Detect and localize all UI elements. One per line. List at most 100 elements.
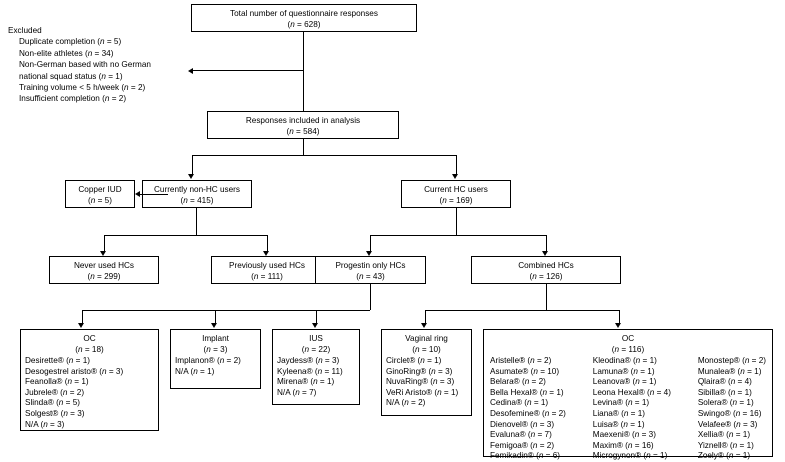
node-responses-included-count: (n = 584): [286, 127, 320, 136]
connector-to-progestin-only: [370, 235, 372, 251]
list-item: Liana® (n = 1): [592, 408, 646, 418]
connector-to-combined: [546, 235, 548, 251]
node-responses-included: Responses included in analysis (n = 584): [207, 111, 399, 139]
list-item: N/A (n = 3): [25, 419, 65, 429]
connector-to-oc-progestin-arrowhead: [78, 323, 85, 328]
list-item: N/A (n = 1): [175, 366, 215, 376]
node-oc-combined: OC (n = 116) Aristelle® (n = 2) Asumate®…: [483, 329, 773, 462]
connector-non-hc-stem: [196, 208, 198, 235]
list-item: Desofemine® (n = 2): [490, 408, 566, 418]
list-item: Xellia® (n = 1): [697, 430, 751, 440]
list-item: Lamuna® (n = 1): [592, 366, 655, 376]
connector-to-current-hc: [456, 155, 458, 174]
list-item: Evaluna® (n = 7): [490, 430, 552, 440]
node-implant-label: Implant: [202, 334, 229, 343]
connector-to-non-hc-arrowhead: [188, 174, 195, 179]
connector-progestin-stem: [370, 284, 372, 310]
node-ius-label: IUS: [309, 334, 323, 343]
list-item: Luisa® (n = 1): [592, 419, 645, 429]
connector-to-vaginal-ring: [425, 310, 427, 323]
list-item: NuvaRing® (n = 3): [386, 377, 455, 387]
connector-to-progestin-only-arrowhead: [366, 251, 373, 256]
list-item: Jaydess® (n = 3): [277, 356, 340, 365]
list-item: Microgynon® (n = 1): [592, 451, 668, 461]
connector-included-stem: [303, 139, 305, 155]
connector-current-hc-stem: [456, 208, 458, 235]
connector-to-non-hc: [192, 155, 194, 174]
connector-to-combined-arrowhead: [542, 251, 549, 256]
list-item: Implanon® (n = 2): [175, 356, 241, 365]
node-previously-used-hcs-count: (n = 111): [251, 272, 283, 281]
connector-to-excluded-arrowhead: [188, 67, 193, 74]
list-item: Yiznell® (n = 1): [697, 440, 754, 450]
list-item: Solgest® (n = 3): [25, 408, 85, 418]
node-oc-progestin: OC (n = 18) Desirette® (n = 1) Desogestr…: [20, 329, 159, 431]
node-vaginal-ring-count: (n = 10): [412, 345, 441, 354]
node-currently-non-hc-users-label: Currently non-HC users: [154, 185, 240, 194]
list-item: Leanova® (n = 1): [592, 377, 657, 387]
node-current-hc-users-label: Current HC users: [424, 185, 488, 194]
node-previously-used-hcs: Previously used HCs (n = 111): [211, 256, 323, 284]
list-item: Femigoa® (n = 2): [490, 440, 555, 450]
list-item: Bella Hexal® (n = 1): [490, 387, 564, 397]
connector-to-implant: [215, 310, 217, 323]
node-current-hc-users: Current HC users (n = 169): [401, 180, 511, 208]
node-excluded-item-1: Non-elite athletes (n = 34): [19, 48, 114, 58]
connector-to-current-hc-arrowhead: [452, 174, 459, 179]
node-oc-progestin-label: OC: [83, 334, 96, 343]
node-oc-combined-count: (n = 116): [611, 345, 645, 354]
node-vaginal-ring-list: Circlet® (n = 1) GinoRing® (n = 3) NuvaR…: [386, 356, 467, 409]
connector-to-previously-used-arrowhead: [263, 251, 270, 256]
list-item: Desogestrel aristo® (n = 3): [25, 366, 124, 376]
connector-included-split: [192, 155, 457, 157]
node-copper-iud-count: (n = 5): [88, 196, 112, 205]
list-item: Solera® (n = 1): [697, 398, 754, 408]
node-implant: Implant (n = 3) Implanon® (n = 2) N/A (n…: [170, 329, 261, 389]
connector-to-ius-arrowhead: [312, 323, 319, 328]
node-ius-list: Jaydess® (n = 3) Kyleena® (n = 11) Miren…: [277, 356, 355, 398]
list-item: Swingo® (n = 16): [697, 408, 762, 418]
node-implant-list: Implanon® (n = 2) N/A (n = 1): [175, 356, 256, 377]
node-never-used-hcs-label: Never used HCs: [73, 261, 135, 270]
node-total-responses-label: Total number of questionnaire responses: [230, 9, 378, 18]
node-oc-combined-column-3: Monostep® (n = 2) Munalea® (n = 1) Qlair…: [698, 356, 766, 462]
connector-progestin-split: [82, 310, 370, 312]
connector-to-oc-progestin: [82, 310, 84, 323]
list-item: Circlet® (n = 1): [386, 356, 442, 365]
connector-combined-split: [425, 310, 620, 312]
connector-to-excluded: [193, 70, 303, 72]
node-current-hc-users-count: (n = 169): [439, 196, 473, 205]
node-vaginal-ring: Vaginal ring (n = 10) Circlet® (n = 1) G…: [381, 329, 472, 416]
node-oc-progestin-count: (n = 18): [75, 345, 104, 354]
list-item: Jubrele® (n = 2): [25, 387, 85, 397]
connector-to-ius: [316, 310, 318, 323]
node-oc-progestin-list: Desirette® (n = 1) Desogestrel aristo® (…: [25, 356, 154, 430]
list-item: N/A (n = 2): [386, 398, 426, 408]
node-oc-combined-column-2: Kleodina® (n = 1) Lamuna® (n = 1) Leanov…: [593, 356, 671, 462]
list-item: Asumate® (n = 10): [490, 366, 560, 376]
node-combined-hcs: Combined HCs (n = 126): [471, 256, 621, 284]
list-item: VeRi Aristo® (n = 1): [386, 387, 459, 397]
connector-to-never-used: [104, 235, 106, 251]
list-item: Kleodina® (n = 1): [592, 356, 657, 365]
node-oc-combined-columns: Aristelle® (n = 2) Asumate® (n = 10) Bel…: [490, 356, 766, 462]
connector-total-to-included: [303, 32, 305, 111]
list-item: Aristelle® (n = 2): [490, 356, 552, 365]
node-excluded-item-5: Insufficient completion (n = 2): [19, 94, 127, 104]
node-ius-count: (n = 22): [301, 345, 331, 354]
node-excluded: Excluded Duplicate completion (n = 5) No…: [8, 25, 188, 105]
list-item: GinoRing® (n = 3): [386, 366, 453, 376]
connector-to-vaginal-ring-arrowhead: [421, 323, 428, 328]
node-currently-non-hc-users-count: (n = 415): [180, 196, 214, 205]
list-item: Cedina® (n = 1): [490, 398, 549, 408]
connector-non-hc-split: [104, 235, 268, 237]
node-implant-count: (n = 3): [203, 345, 228, 354]
list-item: Maxim® (n = 16): [592, 440, 654, 450]
node-excluded-heading: Excluded: [8, 26, 42, 35]
list-item: Sibilla® (n = 1): [697, 387, 752, 397]
connector-to-oc-combined: [619, 310, 621, 323]
connector-non-hc-to-copper-iud: [140, 194, 168, 196]
node-responses-included-label: Responses included in analysis: [245, 116, 361, 125]
connector-current-hc-split: [370, 235, 547, 237]
